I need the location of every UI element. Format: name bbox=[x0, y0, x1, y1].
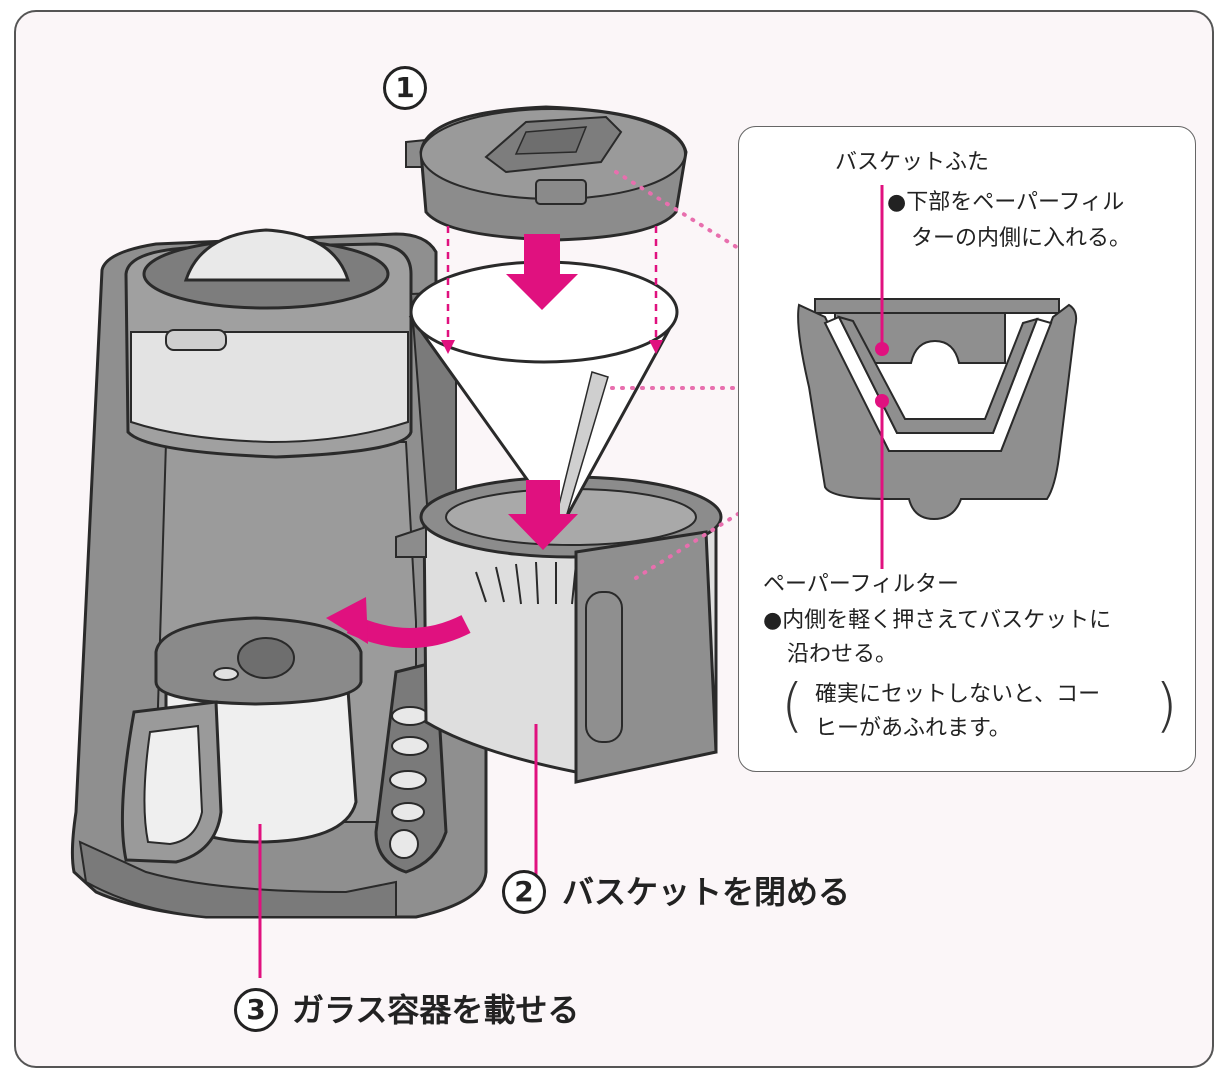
detail-callout: バスケットふた ●下部をペーパーフィル ターの内側に入れる。 ペーパーフィルター… bbox=[738, 126, 1196, 772]
filter-title: ペーパーフィルター bbox=[763, 572, 960, 597]
step-2-number: 2 bbox=[502, 870, 546, 914]
leader-lines bbox=[258, 724, 538, 978]
step-1-number: 1 bbox=[383, 66, 427, 110]
lid-note-line2: ターの内側に入れる。 bbox=[911, 226, 1132, 251]
warning-paren-open: ( bbox=[781, 671, 804, 739]
step-2-label: バスケットを閉める bbox=[562, 873, 851, 911]
glass-carafe bbox=[120, 616, 363, 864]
warning-line1: 確実にセットしないと、コー bbox=[815, 682, 1101, 707]
alignment-guides bbox=[446, 226, 658, 342]
down-arrow-icon bbox=[506, 234, 578, 310]
down-arrow-icon-2 bbox=[508, 480, 578, 550]
basket-cross-section bbox=[797, 185, 1078, 569]
warning-line2: ヒーがあふれます。 bbox=[815, 716, 1011, 741]
warning-paren-close: ) bbox=[1155, 671, 1178, 739]
instruction-panel: バスケットふた ●下部をペーパーフィル ターの内側に入れる。 ペーパーフィルター… bbox=[14, 10, 1214, 1068]
lid-note-line1: ●下部をペーパーフィル bbox=[887, 190, 1125, 215]
step-3-label: ガラス容器を載せる bbox=[292, 991, 580, 1029]
guide-arrowhead-left bbox=[441, 340, 455, 354]
coffee-maker-illustration bbox=[70, 105, 864, 978]
lid-title: バスケットふた bbox=[835, 150, 990, 175]
paper-filter bbox=[408, 260, 679, 530]
filter-note-line1: ●内側を軽く押さえてバスケットに bbox=[763, 608, 1112, 633]
basket-lid bbox=[405, 105, 688, 242]
filter-note-line2: 沿わせる。 bbox=[787, 642, 898, 667]
guide-arrowhead-right bbox=[649, 340, 663, 354]
step-3-number: 3 bbox=[234, 988, 278, 1032]
curved-arrow-head bbox=[326, 597, 368, 644]
